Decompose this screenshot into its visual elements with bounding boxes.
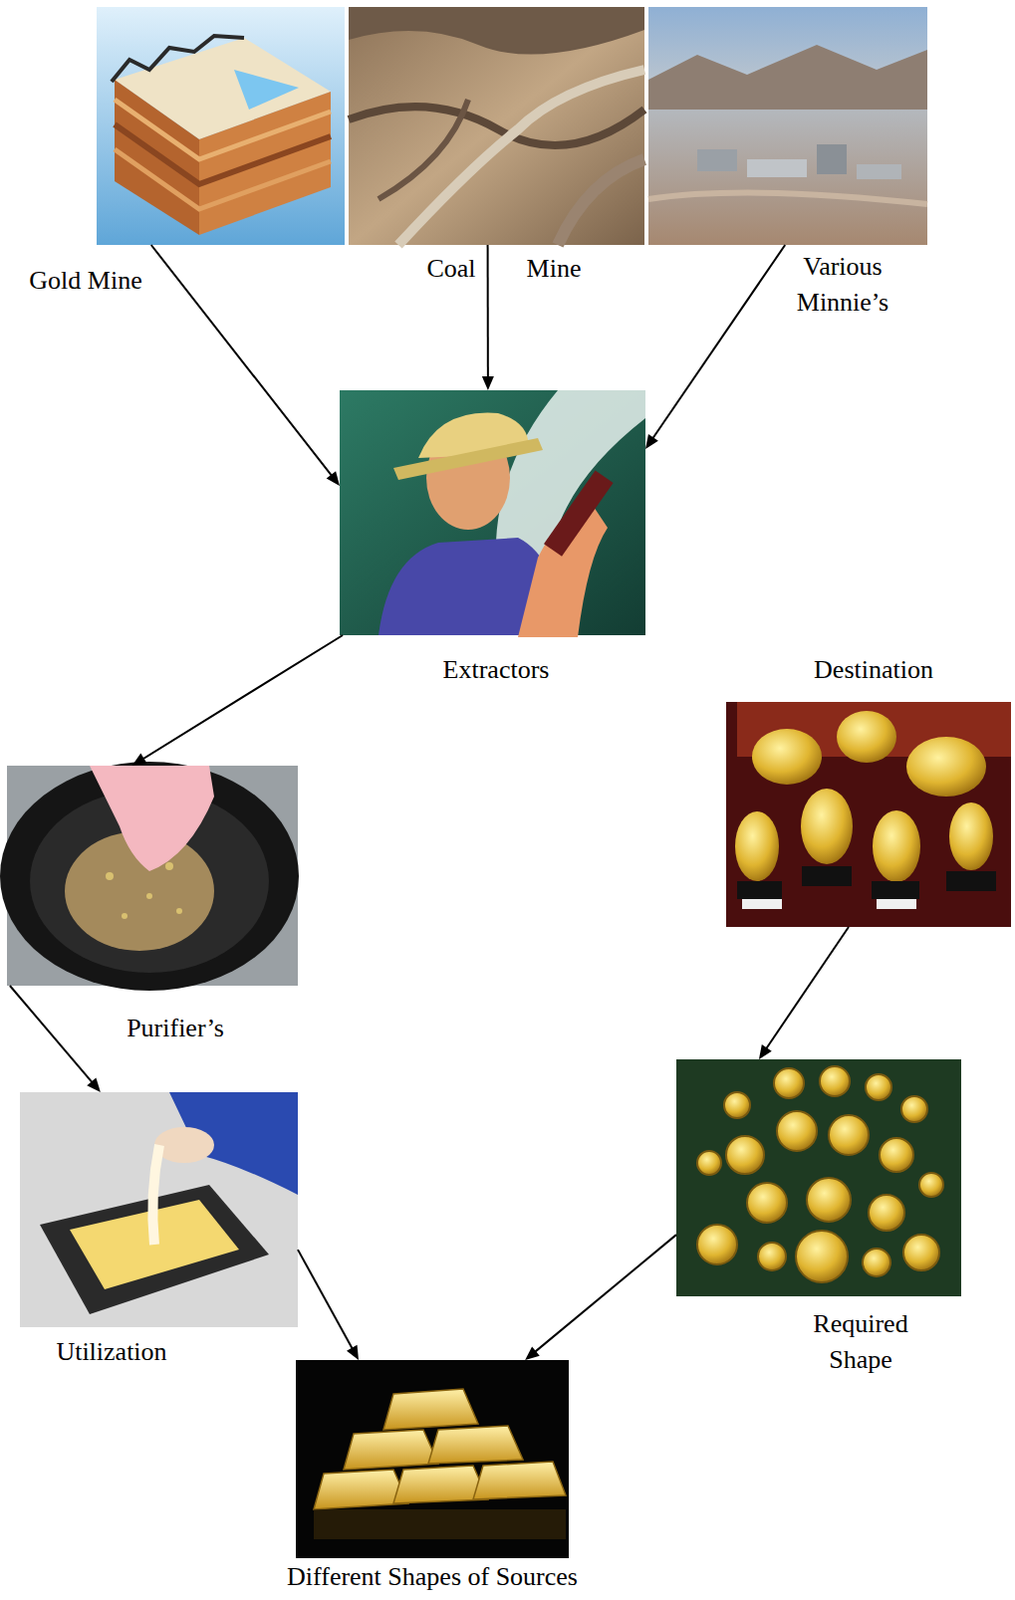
- connector-line: [9, 986, 95, 1085]
- node-caption: Required Shape: [785, 1306, 936, 1380]
- connector-line: [297, 1250, 354, 1352]
- node-caption: Coal: [426, 251, 476, 287]
- arrow-connector: [524, 1235, 677, 1361]
- arrowhead: [326, 471, 340, 487]
- miner-picture: [339, 390, 646, 638]
- arrowhead: [482, 376, 495, 391]
- gold-pan-picture: [0, 761, 299, 992]
- connector-line: [151, 245, 334, 479]
- picture-node: Required Shape: [676, 1059, 962, 1297]
- arrowhead: [132, 754, 148, 766]
- gold-bars-picture: [295, 1360, 569, 1559]
- connector-line: [532, 1235, 677, 1354]
- arrow-connector: [482, 245, 495, 391]
- node-caption: Different Shapes of Sources: [286, 1559, 578, 1596]
- arrowhead: [759, 1044, 772, 1060]
- picture-node: Utilization: [19, 1092, 298, 1328]
- node-caption: Extractors: [443, 652, 550, 689]
- node-caption: Utilization: [55, 1334, 167, 1371]
- arrow-connector: [759, 927, 849, 1060]
- coal-mine-picture: [348, 6, 645, 246]
- arrowhead: [346, 1345, 359, 1361]
- connector-line: [487, 245, 490, 381]
- connector-line: [764, 927, 849, 1052]
- picture-node: Destination: [726, 702, 1012, 928]
- gold-mine-picture: [96, 6, 345, 246]
- picture-node: CoalMine: [348, 6, 645, 246]
- arrow-connector: [645, 245, 785, 450]
- picture-node: Gold Mine: [96, 6, 345, 246]
- arrow-connector: [9, 986, 101, 1093]
- node-caption: Purifier’s: [126, 1011, 225, 1047]
- picture-node: Different Shapes of Sources: [295, 1360, 569, 1559]
- arrow-connector: [132, 635, 344, 766]
- node-caption: Mine: [526, 251, 582, 287]
- pouring-gold-picture: [19, 1092, 298, 1328]
- connector-line: [140, 635, 343, 762]
- arrow-connector: [151, 245, 340, 487]
- various-mines-picture: [648, 6, 928, 246]
- connector-line: [651, 245, 786, 442]
- node-caption: Destination: [813, 652, 934, 689]
- node-caption: Gold Mine: [28, 262, 142, 299]
- arrowhead: [86, 1077, 101, 1093]
- picture-node: Purifier’s: [6, 765, 298, 987]
- gold-figurines-picture: [726, 702, 1012, 928]
- node-caption: Various Minnie’s: [777, 249, 908, 322]
- gold-coins-picture: [676, 1059, 962, 1297]
- arrow-connector: [297, 1250, 359, 1361]
- arrowhead: [645, 434, 659, 450]
- arrowhead: [524, 1346, 540, 1361]
- picture-node: Various Minnie’s: [648, 6, 928, 246]
- picture-node: Extractors: [339, 390, 646, 636]
